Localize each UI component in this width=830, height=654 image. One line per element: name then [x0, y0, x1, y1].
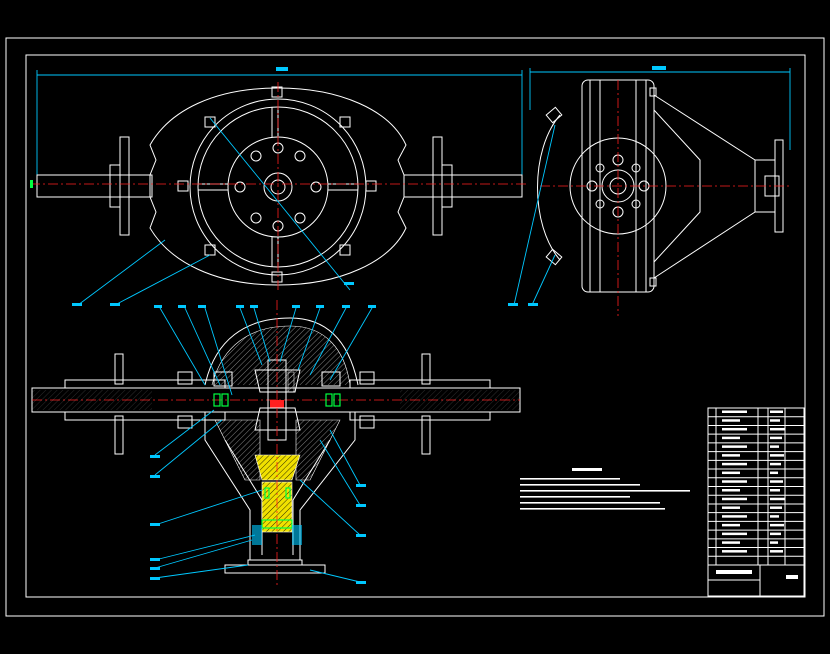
side-view	[508, 66, 791, 316]
parts-list-cell	[722, 523, 740, 527]
parts-list-cell	[770, 541, 778, 544]
parts-list-cell	[770, 436, 782, 440]
parts-list-cell	[770, 515, 779, 518]
front-view	[30, 67, 528, 306]
parts-list-cell	[770, 445, 779, 448]
parts-list-cell	[722, 445, 747, 448]
parts-list-cell	[770, 506, 782, 509]
parts-list-cell	[722, 410, 747, 413]
parts-list-cell	[722, 419, 740, 422]
parts-list-cell	[770, 427, 785, 431]
parts-list	[707, 407, 805, 597]
parts-list-cell	[770, 454, 784, 457]
outer-border	[5, 37, 825, 617]
parts-list-cell	[722, 506, 740, 509]
section-view	[31, 300, 521, 585]
parts-list-cell	[722, 497, 747, 501]
parts-list-cell	[770, 462, 781, 466]
parts-list-cell	[722, 550, 747, 553]
parts-list-cell	[722, 436, 740, 440]
technical-notes	[520, 468, 690, 510]
inner-border	[25, 54, 806, 598]
parts-list-cell	[722, 462, 747, 466]
parts-list-cell	[722, 541, 740, 544]
parts-list-cell	[770, 532, 781, 536]
parts-list-cell	[722, 454, 740, 457]
parts-list-cell	[770, 489, 780, 492]
parts-list-cell	[770, 550, 783, 553]
parts-list-cell	[722, 532, 747, 536]
parts-list-cell	[770, 410, 783, 413]
parts-list-cell	[770, 523, 784, 527]
parts-list-cell	[722, 489, 740, 492]
parts-list-cell	[722, 515, 747, 518]
parts-list-cell	[770, 480, 783, 483]
parts-list-cell	[722, 480, 747, 483]
parts-list-cell	[770, 471, 778, 475]
parts-list-cell	[770, 497, 785, 501]
parts-list-cell	[722, 427, 747, 431]
parts-list-cell	[722, 471, 740, 475]
parts-list-cell	[770, 419, 780, 422]
